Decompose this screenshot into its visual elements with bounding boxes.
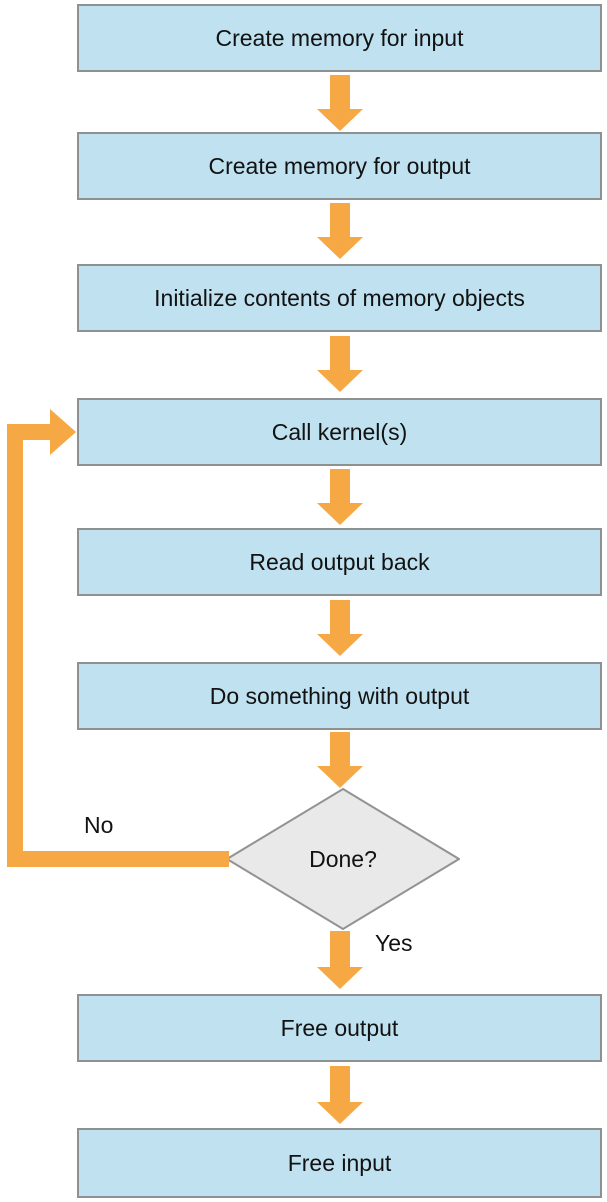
step-do-something-output: Do something with output bbox=[77, 662, 602, 730]
arrow-shaft bbox=[329, 75, 350, 109]
step-initialize-memory: Initialize contents of memory objects bbox=[77, 264, 602, 332]
decision-diamond bbox=[226, 788, 460, 930]
arrow-head bbox=[316, 370, 363, 392]
arrow-head bbox=[316, 967, 363, 989]
arrow-shaft bbox=[329, 469, 350, 503]
flow-arrow-down-icon bbox=[316, 75, 363, 131]
flow-arrow-down-icon bbox=[316, 469, 363, 525]
arrow-shaft bbox=[329, 336, 350, 370]
arrow-shaft bbox=[329, 732, 350, 766]
flow-arrow-down-icon bbox=[316, 1066, 363, 1124]
flow-arrow-down-icon bbox=[316, 203, 363, 259]
arrow-shaft bbox=[329, 1066, 350, 1102]
step-create-memory-input: Create memory for input bbox=[77, 4, 602, 72]
loop-no-arrow-head-icon bbox=[50, 409, 76, 455]
step-read-output-back: Read output back bbox=[77, 528, 602, 596]
decision-done-label: Done? bbox=[309, 845, 377, 872]
arrow-shaft bbox=[329, 600, 350, 634]
diamond-shape bbox=[226, 788, 460, 930]
flow-arrow-down-icon bbox=[316, 600, 363, 656]
arrow-shaft bbox=[329, 203, 350, 237]
arrow-head bbox=[316, 766, 363, 788]
step-create-memory-output: Create memory for output bbox=[77, 132, 602, 200]
arrow-head bbox=[316, 237, 363, 259]
loop-no-top-segment bbox=[7, 424, 50, 440]
arrow-head bbox=[316, 1102, 363, 1124]
flow-arrow-down-yes-icon bbox=[316, 931, 363, 989]
arrow-head bbox=[316, 109, 363, 131]
edge-label-yes: Yes bbox=[375, 930, 413, 956]
arrow-head bbox=[316, 634, 363, 656]
arrow-shaft bbox=[329, 931, 350, 967]
edge-label-no: No bbox=[84, 812, 114, 838]
step-free-output: Free output bbox=[77, 994, 602, 1062]
step-free-input: Free input bbox=[77, 1128, 602, 1198]
loop-no-vertical-segment bbox=[7, 424, 23, 867]
loop-no-horizontal-segment bbox=[7, 851, 229, 867]
arrow-head bbox=[316, 503, 363, 525]
flow-arrow-down-icon bbox=[316, 732, 363, 788]
flow-arrow-down-icon bbox=[316, 336, 363, 392]
step-call-kernels: Call kernel(s) bbox=[77, 398, 602, 466]
